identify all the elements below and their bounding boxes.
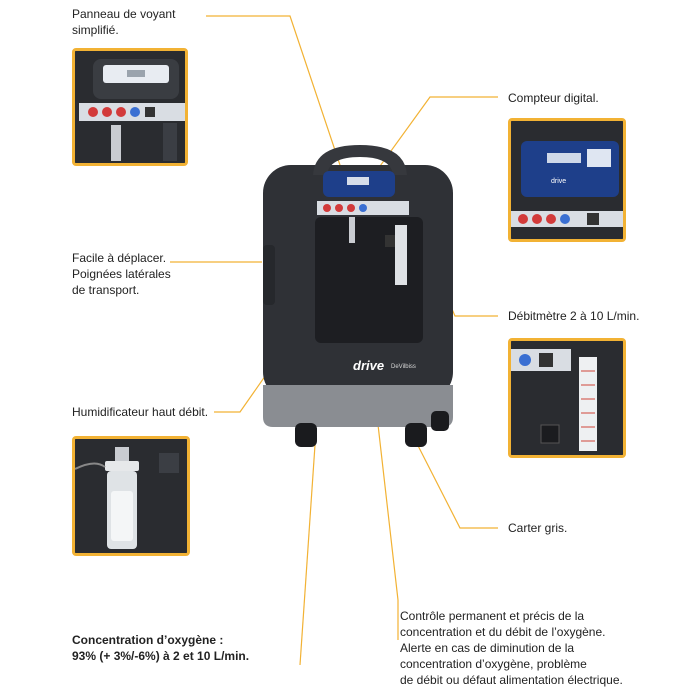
device-wheel-front-right — [405, 423, 427, 447]
flowmeter-detail-illustration — [511, 341, 623, 455]
label-handles: Facile à déplacer. Poignées latérales de… — [72, 251, 171, 297]
device-wheel-back — [431, 411, 449, 431]
label-casing: Carter gris. — [508, 521, 568, 535]
device-side-handle — [263, 245, 275, 305]
label-control: Contrôle permanent et précis de la conce… — [400, 609, 623, 687]
device-brand: drive — [353, 358, 384, 373]
leader-concentration — [299, 444, 316, 666]
counter-brand: drive — [551, 178, 566, 185]
leader-casing — [409, 429, 498, 529]
label-panel: Panneau de voyant simplifié. — [72, 7, 176, 37]
label-counter: Compteur digital. — [508, 91, 599, 105]
panel-detail-illustration — [75, 51, 185, 163]
label-humidifier: Humidificateur haut débit. — [72, 405, 209, 419]
device-handle — [313, 145, 407, 175]
device-brand-secondary: DeVilbiss — [391, 364, 416, 370]
photo-panel-detail — [72, 48, 188, 166]
counter-detail-illustration: drive — [511, 121, 623, 239]
leader-control — [371, 371, 399, 640]
humidifier-detail-illustration — [75, 439, 187, 553]
photo-humidifier-detail — [72, 436, 190, 556]
device-base — [263, 385, 453, 427]
leader-panel — [206, 15, 346, 181]
device-wheel-front-left — [295, 423, 317, 447]
photo-flowmeter-detail — [508, 338, 626, 458]
label-flowmeter: Débitmètre 2 à 10 L/min. — [508, 309, 640, 323]
photo-counter-detail: drive — [508, 118, 626, 242]
oxygen-concentrator: drive DeVilbiss — [263, 145, 453, 447]
label-concentration: Concentration d’oxygène : 93% (+ 3%/-6%)… — [72, 633, 250, 663]
